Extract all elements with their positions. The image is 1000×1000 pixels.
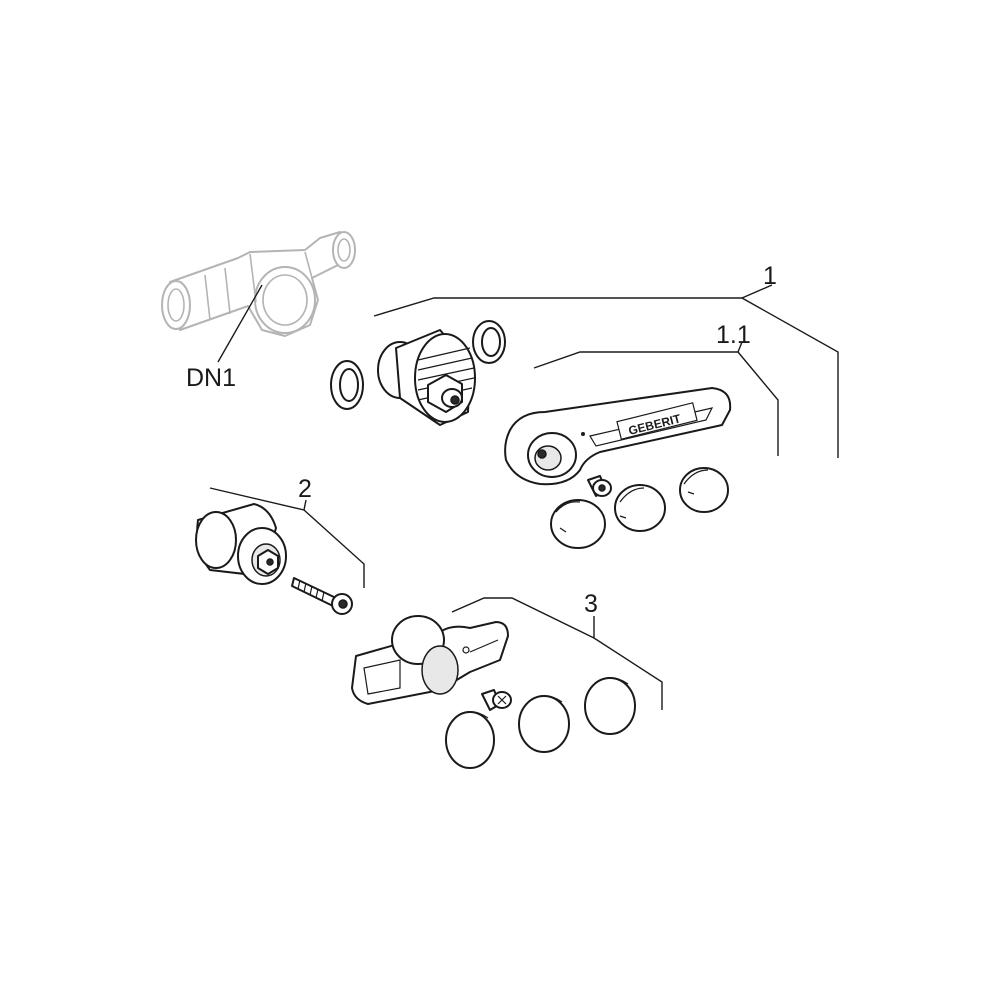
item-3-bracket bbox=[451, 597, 663, 710]
item-1-1-leader bbox=[737, 341, 743, 353]
tee-fitting-dn1 bbox=[161, 231, 356, 337]
seal-ring-left bbox=[330, 360, 364, 410]
cap-1-1-a bbox=[550, 499, 606, 549]
long-screw bbox=[291, 577, 353, 615]
label-item-1: 1 bbox=[763, 262, 777, 290]
short-handle bbox=[351, 615, 509, 705]
cap-1-1-b bbox=[614, 484, 666, 532]
item-2-leader bbox=[303, 499, 307, 511]
label-item-1-1: 1.1 bbox=[716, 321, 751, 349]
cap-3-c bbox=[584, 677, 636, 735]
extension-sleeve bbox=[195, 503, 287, 585]
screw-small-3 bbox=[481, 689, 512, 711]
valve-insert bbox=[377, 329, 476, 426]
label-item-2: 2 bbox=[298, 475, 312, 503]
dn1-leader-line bbox=[217, 284, 263, 363]
cap-3-a bbox=[445, 711, 495, 769]
label-item-3: 3 bbox=[584, 590, 598, 618]
seal-ring-right bbox=[472, 320, 506, 364]
item-2-bracket bbox=[209, 487, 365, 588]
cap-3-b bbox=[518, 695, 570, 753]
cap-1-1-c bbox=[679, 467, 729, 513]
label-dn1: DN1 bbox=[186, 364, 236, 392]
lever-handle: GEBERIT bbox=[504, 387, 732, 486]
screw-small-1 bbox=[587, 475, 612, 497]
item-1-leader bbox=[741, 284, 773, 299]
